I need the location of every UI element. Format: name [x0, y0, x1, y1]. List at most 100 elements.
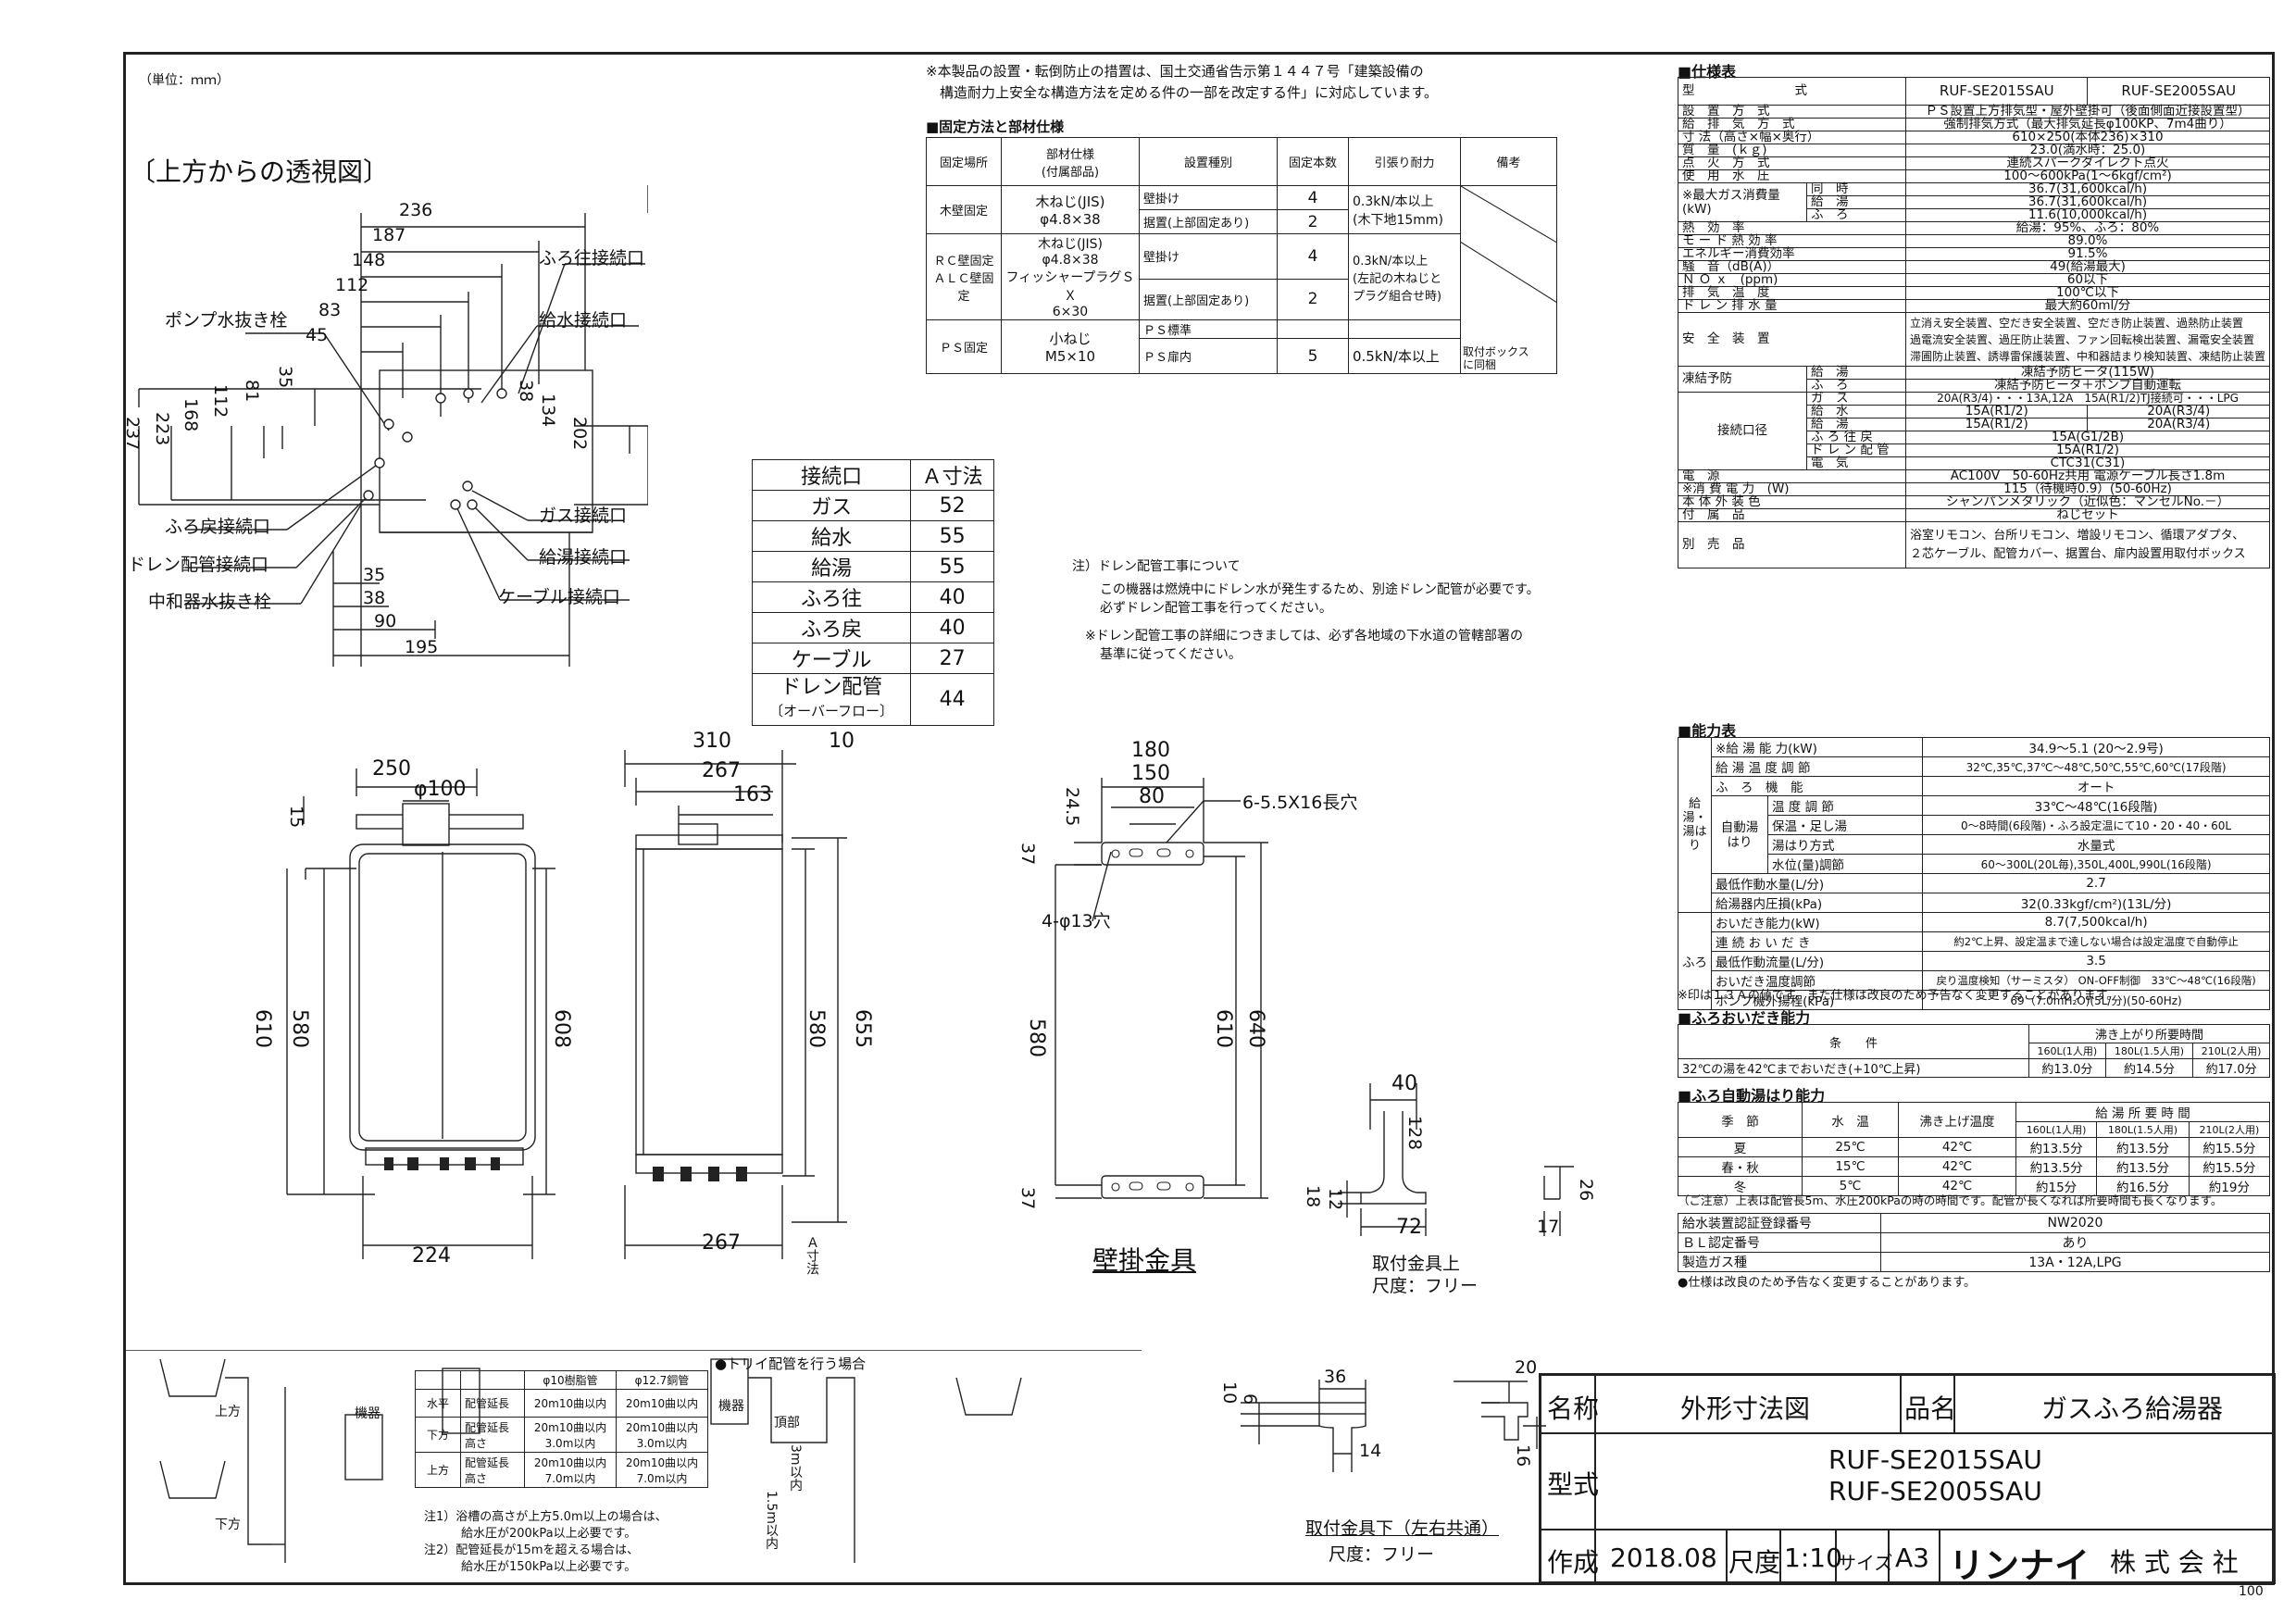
upper-scale: 尺度：フリー	[1372, 1276, 1479, 1296]
bracket-dim-24-5: 24.5	[1062, 787, 1082, 827]
a-val-drain: 44	[910, 673, 994, 726]
reg-gas-label: 製造ガス種	[1678, 1252, 1881, 1272]
bracket-dim-180: 180	[1131, 739, 1170, 762]
lower-fixture-drawing	[1241, 1380, 1546, 1472]
ability-title: ■能力表	[1678, 722, 1737, 740]
lower-dim-16: 16	[1513, 1444, 1533, 1468]
yuhari-c1: 160L(1人用)	[2015, 1121, 2098, 1138]
lower-dim-14: 14	[1359, 1441, 1382, 1461]
a-row-gas: ガス	[751, 490, 912, 521]
dim-45: 45	[306, 325, 329, 345]
fix-ps-count: 5	[1277, 338, 1349, 374]
fix-rc: ＲＣ壁固定 ＡＬＣ壁固定	[926, 233, 1002, 320]
yuhari-title: ■ふろ自動湯はり能力	[1678, 1087, 1826, 1105]
fix-wood-tensile: 0.3kN/本以上 (木下地15mm)	[1348, 185, 1461, 234]
tb-model-2: RUF-SE2005SAU	[1828, 1476, 2042, 1506]
a-head-port: 接続口	[751, 459, 912, 491]
ability-r0-label: ※給 湯 能 力(kW)	[1710, 737, 1924, 757]
spec-conn-hot-v1: 15A(R1/2)	[1904, 418, 2089, 431]
spec-install-label: 設 置 方 式	[1678, 105, 1906, 119]
tb-model-label: 型式	[1547, 1469, 1600, 1500]
lower-dim-10: 10	[1219, 1381, 1240, 1405]
ability-col-hot: 給湯・湯はり	[1678, 737, 1712, 913]
pipe-kiki: 機器	[355, 1406, 381, 1421]
spec-sold-label: 別 売 品	[1678, 521, 1906, 568]
a-row-drain-sub: 〔オーバーフロー〕	[769, 703, 894, 719]
dim-38: 38	[516, 380, 536, 403]
dim-81: 81	[242, 380, 262, 403]
pipe-note-2b: 給水圧が150kPa以上必要です。	[461, 1560, 637, 1574]
fix-wood-count2: 2	[1277, 209, 1349, 234]
spec-conn-hot: 給 湯	[1806, 418, 1906, 431]
pipe-r-up-v2: 20m10曲以内 7.0m以内	[616, 1452, 708, 1488]
page-number: 100	[2239, 1584, 2264, 1599]
install-note-2: 構造耐力上安全な構造方法を定める件の一部を改定する件」に対応しています。	[940, 84, 1439, 101]
spec-conn-gas-val: 20A(R3/4)・・・13A,12A 15A(R1/2)TJ接続可・・・LPG	[1904, 392, 2271, 406]
yuhari-h-boil: 沸き上げ温度	[1898, 1102, 2016, 1138]
spec-conn-furo: ふ ろ 往 戻	[1806, 431, 1906, 444]
dim-134: 134	[538, 394, 558, 428]
ability-r5-val: 水量式	[1922, 834, 2270, 855]
fix-wood-parts: 木ねじ(JIS) φ4.8×38	[1001, 185, 1140, 234]
yuhari-h-water: 水 温	[1802, 1102, 1899, 1138]
pipe-r-horiz-k: 配管延長	[460, 1389, 525, 1418]
top-view-title: 〔上方からの透視図〕	[130, 156, 390, 187]
tb-made-label: 作成	[1547, 1547, 1600, 1578]
upper-dim-8: 8	[1404, 1139, 1425, 1151]
ability-r9-label: おいだき能力(kW)	[1710, 912, 1924, 932]
yuhari-r1-v1: 約13.5分	[2015, 1156, 2098, 1177]
spec-freeze-label: 凍結予防	[1678, 366, 1807, 393]
tb-company: 株 式 会 社	[2110, 1547, 2239, 1578]
ability-r10-label: 連 続 お い だ き	[1710, 931, 1924, 952]
upper-dim-40: 40	[1391, 1072, 1417, 1095]
tb-model-1: RUF-SE2015SAU	[1828, 1444, 2042, 1475]
dim-38b: 38	[363, 588, 386, 608]
spec-gas-furo: ふ ろ	[1806, 208, 1906, 222]
fix-rc-type2: 据置(上部固定あり)	[1139, 278, 1278, 321]
bracket-dim-610: 610	[1212, 1009, 1235, 1048]
fix-wood-count1: 4	[1277, 185, 1349, 210]
spec-model-1: RUF-SE2015SAU	[1904, 77, 2089, 106]
tb-product: ガスふろ給湯器	[2041, 1393, 2224, 1424]
pipe-r-horiz-v1: 20m10曲以内	[524, 1389, 617, 1418]
install-note-1: ※本製品の設置・転倒防止の措置は、国土交通省告示第１４４７号「建築設備の	[926, 63, 1424, 80]
yuhari-c3: 210L(2人用)	[2188, 1121, 2271, 1138]
spec-pressure-label: 使 用 水 圧	[1678, 169, 1906, 183]
tb-name: 外形寸法図	[1680, 1393, 1811, 1424]
lower-dim-6: 6	[1240, 1393, 1260, 1405]
reg-water-val: NW2020	[1880, 1213, 2270, 1233]
spec-acc-label: 付 属 品	[1678, 508, 1906, 522]
ability-r11-label: 最低作動流量(L/分)	[1710, 951, 1924, 971]
ability-r13-label: ポンプ機外揚程(kPa)	[1710, 990, 1924, 1010]
pipe-r-up: 上方	[415, 1452, 461, 1488]
front-view-drawing	[286, 768, 555, 1259]
a-row-cable: ケーブル	[751, 643, 912, 674]
lower-scale: 尺度：フリー	[1329, 1544, 1435, 1565]
dim-90: 90	[374, 611, 397, 631]
dim-202: 202	[569, 417, 590, 451]
ability-r12-label: おいだき温度調節	[1710, 970, 1924, 991]
dim-112: 112	[335, 275, 369, 295]
pipe-r-down: 下方	[415, 1417, 461, 1453]
spec-safety-1: 立消え安全装置、空だき安全装置、空だき防止装置、過熱防止装置	[1909, 316, 2243, 330]
spec-gas-furo-val: 11.6(10,000kcal/h)	[1904, 208, 2271, 222]
ability-r7-label: 最低作動水量(L/分)	[1710, 873, 1924, 893]
ability-r0-val: 34.9～5.1 (20～2.9号)	[1922, 737, 2270, 757]
a-row-hot: 給湯	[751, 551, 912, 582]
ability-r5-label: 湯はり方式	[1766, 834, 1924, 855]
torii-1-5m: 1.5m以内	[764, 1491, 779, 1550]
spec-drain-label: ド レ ン 排 水 量	[1678, 299, 1906, 313]
label-pump-drain: ポンプ水抜き栓	[165, 310, 288, 331]
yuhari-r1-v2: 約13.5分	[2096, 1156, 2190, 1177]
ability-r3-val: 33℃～48℃(16段階)	[1922, 795, 2270, 816]
yuhari-h-time: 給 湯 所 要 時 間	[2015, 1102, 2270, 1122]
pipe-r-up-k: 配管延長 高さ	[460, 1452, 525, 1488]
bracket-round-holes: 4-φ13穴	[1042, 911, 1111, 931]
upper-dim-26: 26	[1576, 1179, 1596, 1202]
drain-note-3: 必ずドレン配管工事を行ってください。	[1100, 601, 1332, 616]
side-dim-655: 655	[851, 1009, 874, 1048]
label-gas: ガス接続口	[539, 506, 628, 526]
yuhari-r2-boil: 42℃	[1898, 1176, 2016, 1196]
yuhari-r1-boil: 42℃	[1898, 1156, 2016, 1177]
